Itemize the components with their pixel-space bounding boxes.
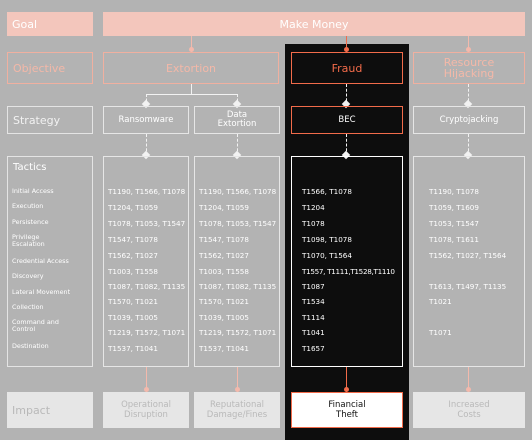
technique-cell: T1557, T1111,T1528,T1110 <box>302 267 395 276</box>
row-label-impact: Impact <box>7 392 93 428</box>
tactic-privilege-escalation: Privilege Escalation <box>12 233 45 248</box>
connector-to-bec <box>346 84 347 106</box>
technique-cell: T1087, T1082, T1135 <box>199 282 277 291</box>
technique-cell: T1087, T1082, T1135 <box>108 282 186 291</box>
technique-cell: T1219, T1572, T1071 <box>108 328 186 337</box>
technique-cell: T1570, T1021 <box>199 297 249 306</box>
connector-cryptojacking-impact <box>468 367 469 392</box>
technique-cell: T1537, T1041 <box>199 344 249 353</box>
technique-cell: T1534 <box>302 297 325 306</box>
technique-cell: T1190, T1566, T1078 <box>199 187 277 196</box>
technique-cell: T1021 <box>429 297 452 306</box>
technique-cell: T1566, T1078 <box>302 187 352 196</box>
row-label-goal: Goal <box>7 12 93 36</box>
connector-extortion-split <box>191 84 192 94</box>
technique-cell: T1562, T1027, T1564 <box>429 251 507 260</box>
strategy-cryptojacking: Cryptojacking <box>413 106 525 134</box>
technique-cell: T1087 <box>302 282 325 291</box>
tactic-execution: Execution <box>12 202 44 210</box>
tactic-command-and-control: Command and Control <box>12 318 59 333</box>
connector-bec-tactics <box>346 134 347 156</box>
impact-increased-costs: Increased Costs <box>413 392 525 428</box>
connector-dot <box>189 47 194 52</box>
technique-cell: T1114 <box>302 313 325 322</box>
connector-goal-fraud <box>346 36 347 52</box>
technique-cell: T1071 <box>429 328 452 337</box>
techniques-cryptojacking: T1190, T1078 T1059, T1609 T1053, T1547 T… <box>413 156 525 367</box>
technique-cell: T1204, T1059 <box>108 203 158 212</box>
connector-data-extortion-tactics <box>237 134 238 156</box>
tactic-discovery: Discovery <box>12 272 44 280</box>
technique-cell: T1219, T1572, T1071 <box>199 328 277 337</box>
technique-cell: T1078, T1611 <box>429 235 479 244</box>
connector-dot <box>235 387 240 392</box>
connector-goal-extortion <box>191 36 192 52</box>
connector-dot <box>466 47 471 52</box>
technique-cell: T1190, T1078 <box>429 187 479 196</box>
connector-to-cryptojacking <box>468 84 469 106</box>
row-label-tactics: Tactics <box>13 162 47 173</box>
techniques-bec: T1566, T1078 T1204 T1078 T1098, T1078 T1… <box>291 156 403 367</box>
strategy-ransomware: Ransomware <box>103 106 189 134</box>
connector-ransomware-impact <box>146 367 147 392</box>
connector-bec-impact <box>346 367 347 392</box>
technique-cell: T1070, T1564 <box>302 251 352 260</box>
technique-cell: T1039, T1005 <box>108 313 158 322</box>
technique-cell: T1204, T1059 <box>199 203 249 212</box>
strategy-data-extortion: Data Extortion <box>194 106 280 134</box>
connector-ransomware-tactics <box>146 134 147 156</box>
connector-goal-resource <box>468 36 469 52</box>
technique-cell: T1078, T1053, T1547 <box>108 219 186 228</box>
techniques-ransomware: T1190, T1566, T1078 T1204, T1059 T1078, … <box>103 156 189 367</box>
technique-cell: T1547, T1078 <box>199 235 249 244</box>
technique-cell: T1657 <box>302 344 325 353</box>
connector-dot <box>344 387 349 392</box>
technique-cell: T1562, T1027 <box>108 251 158 260</box>
techniques-data-extortion: T1190, T1566, T1078 T1204, T1059 T1078, … <box>194 156 280 367</box>
connector-dot <box>144 387 149 392</box>
fraud-highlight-panel <box>285 44 409 440</box>
connector-dot <box>344 47 349 52</box>
technique-cell: T1537, T1041 <box>108 344 158 353</box>
row-label-strategy: Strategy <box>7 106 93 134</box>
objective-fraud: Fraud <box>291 52 403 84</box>
connector-dot <box>466 387 471 392</box>
technique-cell: T1003, T1558 <box>108 267 158 276</box>
technique-cell: T1570, T1021 <box>108 297 158 306</box>
impact-operational-disruption: Operational Disruption <box>103 392 189 428</box>
technique-cell: T1078, T1053, T1547 <box>199 219 277 228</box>
impact-reputational-damage: Reputational Damage/Fines <box>194 392 280 428</box>
goal-make-money: Make Money <box>103 12 525 36</box>
technique-cell: T1204 <box>302 203 325 212</box>
technique-cell: T1003, T1558 <box>199 267 249 276</box>
row-label-objective: Objective <box>7 52 93 84</box>
objective-extortion: Extortion <box>103 52 279 84</box>
technique-cell: T1190, T1566, T1078 <box>108 187 186 196</box>
technique-cell: T1041 <box>302 328 325 337</box>
technique-cell: T1547, T1078 <box>108 235 158 244</box>
row-label-tactics-box: Tactics Initial Access Execution Persist… <box>7 156 93 367</box>
technique-cell: T1053, T1547 <box>429 219 479 228</box>
technique-cell: T1613, T1497, T1135 <box>429 282 507 291</box>
strategy-bec: BEC <box>291 106 403 134</box>
connector-cryptojacking-tactics <box>468 134 469 156</box>
connector-extortion-hbar <box>146 94 237 95</box>
tactic-persistence: Persistence <box>12 218 49 226</box>
connector-data-extortion-impact <box>237 367 238 392</box>
impact-financial-theft: Financial Theft <box>291 392 403 428</box>
technique-cell: T1059, T1609 <box>429 203 479 212</box>
technique-cell: T1039, T1005 <box>199 313 249 322</box>
objective-resource-hijacking: Resource Hijacking <box>413 52 525 84</box>
tactic-collection: Collection <box>12 303 44 311</box>
tactic-credential-access: Credential Access <box>12 257 69 265</box>
tactic-initial-access: Initial Access <box>12 187 54 195</box>
tactic-destination: Destination <box>12 342 49 350</box>
technique-cell: T1078 <box>302 219 325 228</box>
technique-cell: T1098, T1078 <box>302 235 352 244</box>
tactic-lateral-movement: Lateral Movement <box>12 288 71 296</box>
technique-cell: T1562, T1027 <box>199 251 249 260</box>
